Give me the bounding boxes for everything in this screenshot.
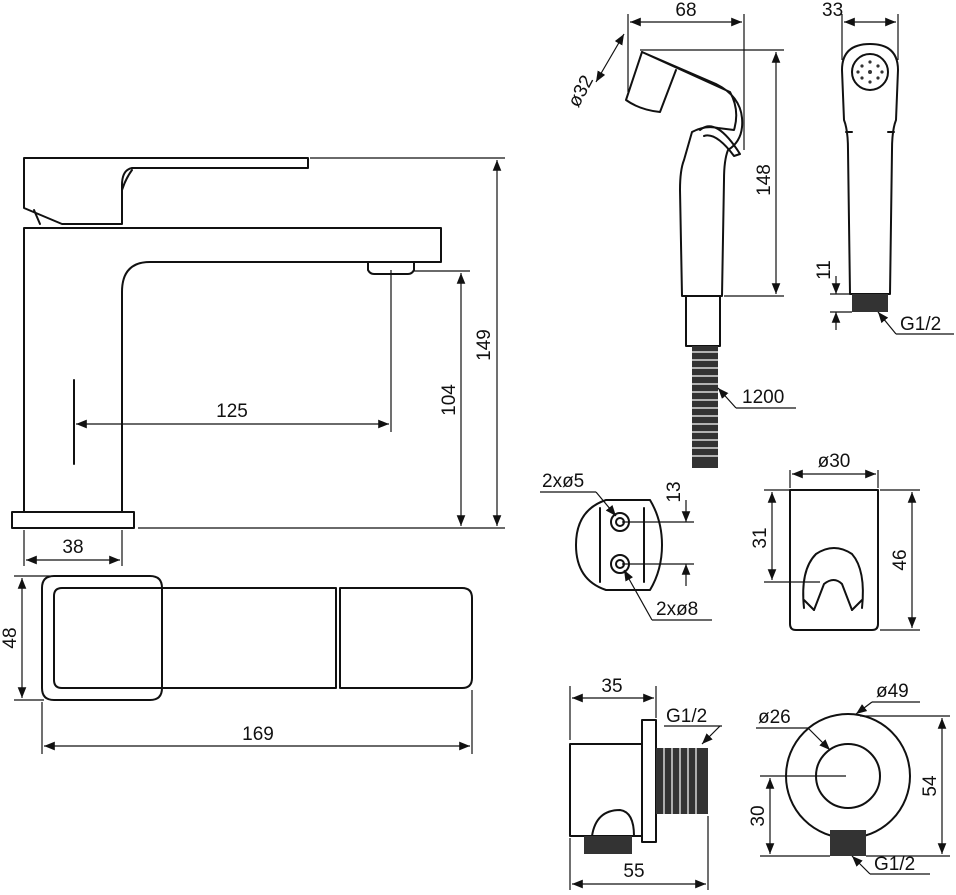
shower-head — [641, 51, 744, 297]
dim-169: 169 — [242, 724, 274, 745]
dim-diameter-32: ø32 — [564, 72, 598, 111]
dim-54: 54 — [920, 775, 941, 797]
holes-5-label: 2xø5 — [542, 471, 584, 492]
dim-30: 30 — [748, 805, 769, 826]
holder-front-view: ø30 31 46 — [750, 451, 920, 631]
dim-diameter-26: ø26 — [758, 707, 791, 728]
holes-8-label: 2xø8 — [656, 599, 698, 620]
dim-31: 31 — [750, 527, 771, 548]
shower-front-body — [841, 43, 899, 295]
faucet-top-view: 48 169 — [0, 575, 473, 754]
thread-label-elbow-front: G1/2 — [874, 854, 915, 875]
dim-diameter-49: ø49 — [876, 681, 909, 702]
holder-back-view: 13 2xø5 2xø8 — [540, 471, 712, 621]
dim-46: 46 — [890, 549, 911, 570]
dim-13: 13 — [664, 481, 685, 502]
thread-connector — [852, 294, 888, 312]
hand-shower-side-view: 68 ø32 148 1200 — [564, 0, 796, 468]
dim-diameter-30: ø30 — [818, 451, 851, 472]
dim-68: 68 — [675, 0, 696, 21]
faucet-base — [11, 511, 135, 529]
top-outline — [41, 575, 163, 701]
dim-hose-length: 1200 — [742, 387, 784, 408]
spray-nozzles — [856, 60, 884, 84]
thread-label-shower: G1/2 — [900, 314, 941, 335]
elbow-front-thread — [830, 830, 866, 856]
hand-shower-front-view: 33 11 G1/2 — [814, 0, 954, 335]
dim-48: 48 — [0, 627, 21, 648]
dim-38: 38 — [62, 537, 83, 558]
wall-elbow-side-view: 35 G1/2 55 — [569, 676, 722, 890]
dim-149: 149 — [474, 329, 495, 361]
wall-elbow-front-view: ø49 ø26 54 30 G1/2 — [748, 681, 950, 875]
dim-11: 11 — [814, 260, 835, 280]
dim-35: 35 — [601, 676, 622, 697]
faucet-handle — [23, 157, 309, 225]
hose — [692, 346, 718, 468]
holder-front-outline — [789, 489, 879, 631]
faucet-body — [23, 227, 442, 513]
elbow-outlet-thread — [584, 836, 632, 854]
aerator — [367, 261, 415, 275]
dim-104: 104 — [439, 384, 460, 416]
dim-148: 148 — [754, 164, 775, 196]
thread-label-elbow: G1/2 — [666, 706, 707, 727]
dim-33: 33 — [822, 0, 843, 21]
faucet-side-view: 149 104 125 38 — [11, 157, 505, 566]
elbow-body — [569, 743, 643, 837]
elbow-thread — [656, 748, 708, 814]
holder-back-outline — [575, 499, 663, 591]
dim-55: 55 — [623, 861, 644, 882]
dim-125: 125 — [216, 401, 248, 422]
